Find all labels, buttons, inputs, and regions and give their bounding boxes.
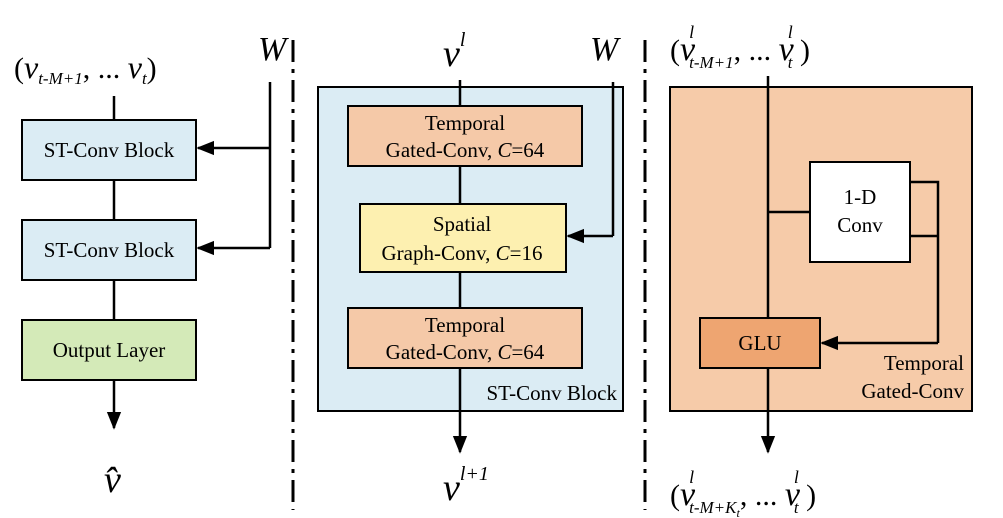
svg-text:Gated-Conv, C=64: Gated-Conv, C=64 [386,340,545,364]
middle-input-label: vl [443,29,466,75]
st-conv-block-2 [21,219,197,281]
output-layer-box [21,319,197,381]
svg-text:Graph-Conv, C=16: Graph-Conv, C=16 [382,241,543,265]
left-panel: (vt-M+1, ... vt) W ST-Conv Block ST-Conv… [14,31,289,501]
middle-output-label: vl+1 [443,463,489,509]
left-input-label: (vt-M+1, ... vt) [14,49,157,88]
temporal-gated-conv-1 [347,105,583,167]
svg-text:Temporal: Temporal [425,313,505,337]
svg-text:Temporal: Temporal [884,351,964,375]
middle-panel: ST-Conv Block vl W Temporal Gated-Conv, … [317,29,624,509]
st-conv-block-1-label: ST-Conv Block [44,138,175,162]
left-output-symbol: v̂ [104,459,121,501]
spatial-graph-conv [359,203,567,273]
svg-text:Gated-Conv: Gated-Conv [861,379,964,403]
middle-w-label: W [590,31,621,68]
temporal-gated-conv-2 [347,307,583,369]
one-d-conv-box [809,161,911,263]
glu-box [699,317,821,369]
svg-text:1-D: 1-D [844,185,877,209]
output-layer-label: Output Layer [53,338,166,362]
svg-text:Conv: Conv [837,213,883,237]
glu-label: GLU [738,331,781,355]
svg-text:Gated-Conv, C=64: Gated-Conv, C=64 [386,138,545,162]
svg-text:Spatial: Spatial [433,212,491,236]
st-conv-block-1 [21,119,197,181]
svg-text:Temporal: Temporal [425,111,505,135]
st-conv-block-2-label: ST-Conv Block [44,238,175,262]
left-w-label: W [258,31,289,68]
st-conv-container-label: ST-Conv Block [487,381,618,405]
